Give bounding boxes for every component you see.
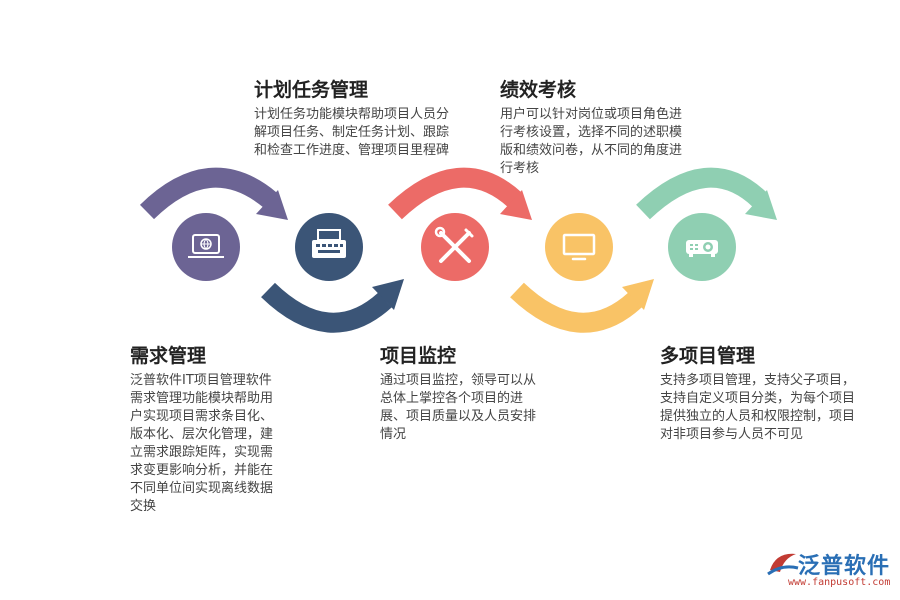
node-laptop [172,213,240,281]
brand-url: www.fanpusoft.com [788,577,891,588]
block-performance-assessment: 绩效考核 用户可以针对岗位或项目角色进行考核设置，选择不同的述职模版和绩效问卷，… [500,78,682,178]
block-plan-task-management: 计划任务管理 计划任务功能模块帮助项目人员分解项目任务、制定任务计划、跟踪和检查… [254,78,450,160]
fanpu-logo-icon [767,553,799,576]
block-title: 多项目管理 [660,345,756,367]
projector-icon [686,240,718,257]
arrowhead-red [500,190,532,220]
node-projector [668,213,736,281]
block-description: 支持多项目管理，支持父子项目，支持自定义项目分类，为每个项目提供独立的人员和权限… [660,373,856,442]
node-circle-laptop [172,213,240,281]
block-project-monitoring: 项目监控 通过项目监控，领导可以从总体上掌控各个项目的进展、项目质量以及人员安排… [380,344,545,444]
monitor-icon [562,233,596,261]
arc-navy-lower [261,282,392,333]
arrowhead-yellow [622,279,654,310]
laptop-globe-icon [188,234,224,258]
brand-name: 泛普软件 [798,554,891,579]
node-monitor [545,213,613,281]
arc-green-upper [636,167,767,220]
block-title: 需求管理 [130,345,207,367]
block-multi-project-management: 多项目管理 支持多项目管理，支持父子项目，支持自定义项目分类，为每个项目提供独立… [660,344,858,444]
block-title: 计划任务管理 [254,79,369,101]
block-description: 用户可以针对岗位或项目角色进行考核设置，选择不同的述职模版和绩效问卷，从不同的角… [500,107,683,176]
brand-logo: 泛普软件 www.fanpusoft.com [767,548,891,592]
block-title: 绩效考核 [500,79,577,101]
arc-red-upper [388,167,522,220]
block-title: 项目监控 [380,345,457,367]
node-tools [421,213,489,281]
block-description: 通过项目监控，领导可以从总体上掌控各个项目的进展、项目质量以及人员安排情况 [380,373,537,442]
arc-yellow-lower [510,282,642,333]
arrowhead-navy [372,279,404,310]
arrowhead-green [745,190,777,220]
block-requirement-management: 需求管理 泛普软件IT项目管理软件需求管理功能模块帮助用户实现项目需求条目化、版… [130,344,280,516]
arc-purple-upper [139,167,277,220]
wrench-screwdriver-icon [434,226,474,263]
typewriter-icon [312,229,346,258]
arrowhead-purple [256,190,288,220]
node-typewriter [295,213,363,281]
block-description: 计划任务功能模块帮助项目人员分解项目任务、制定任务计划、跟踪和检查工作进度、管理… [254,107,450,158]
block-description: 泛普软件IT项目管理软件需求管理功能模块帮助用户实现项目需求条目化、版本化、层次… [130,373,274,514]
node-circle-monitor [545,213,613,281]
